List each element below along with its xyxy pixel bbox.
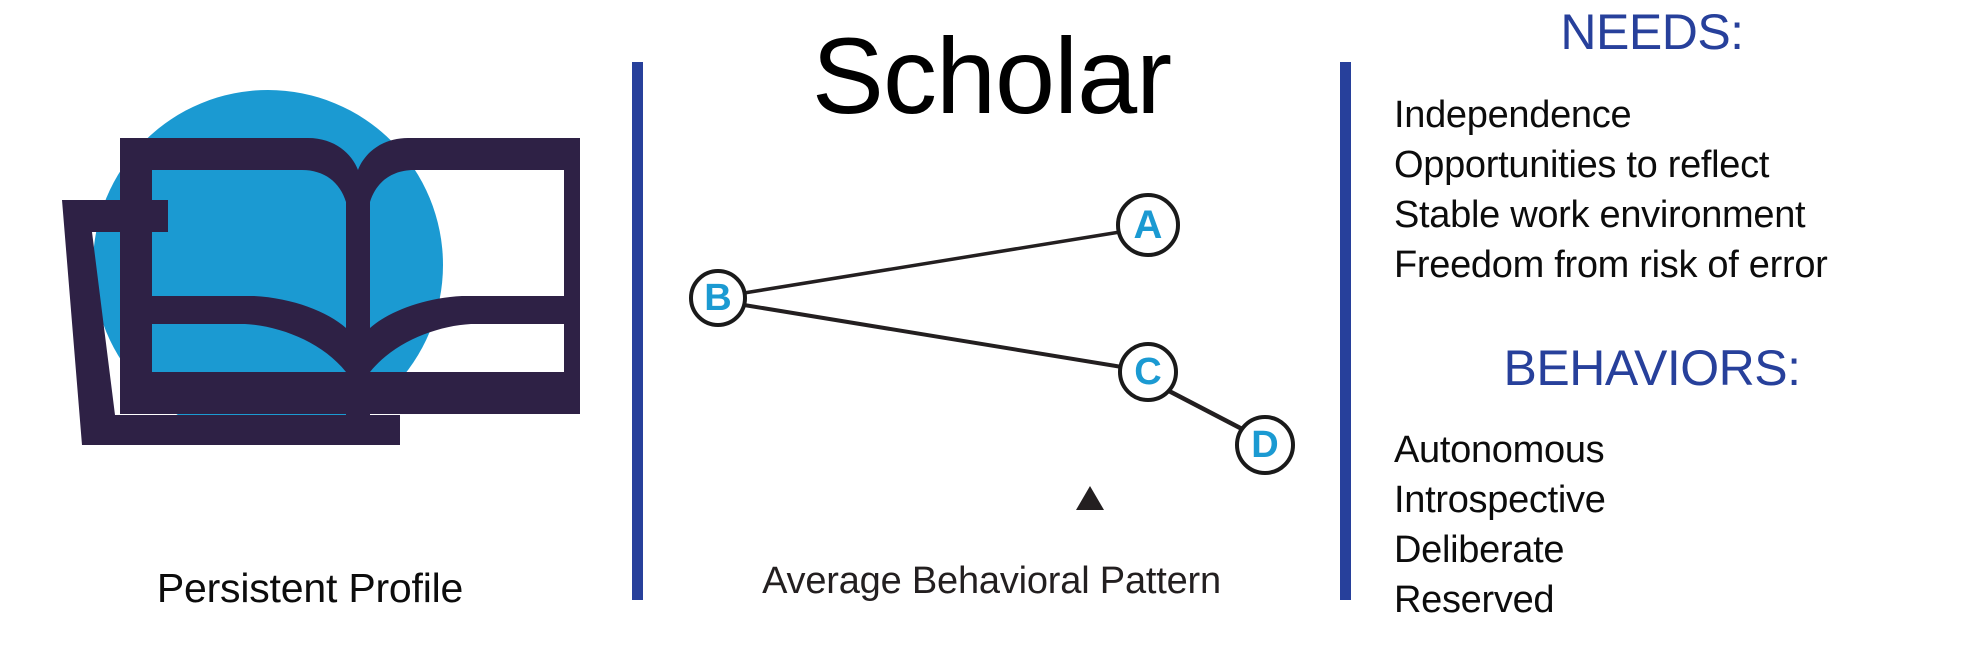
node-b: B xyxy=(689,269,747,327)
node-a-label: A xyxy=(1134,203,1163,247)
list-item: Independence xyxy=(1394,94,1632,136)
average-marker-triangle-icon xyxy=(1076,486,1104,510)
list-item: Deliberate xyxy=(1394,529,1565,571)
edge-b-a xyxy=(743,230,1121,295)
pattern-nodes: A B C D xyxy=(689,193,1295,475)
divider-right xyxy=(1340,62,1351,600)
divider-left xyxy=(632,62,643,600)
pattern-caption: Average Behavioral Pattern xyxy=(762,560,1221,602)
needs-list: Independence Opportunities to reflect St… xyxy=(1394,90,1828,290)
edge-b-c xyxy=(743,303,1123,369)
node-c: C xyxy=(1118,342,1178,402)
list-item: Reserved xyxy=(1394,579,1555,621)
node-a: A xyxy=(1116,193,1180,257)
list-item: Autonomous xyxy=(1394,429,1605,471)
list-item: Introspective xyxy=(1394,479,1606,521)
profile-panel: Persistent Profile xyxy=(0,0,620,660)
node-d: D xyxy=(1235,415,1295,475)
profile-caption: Persistent Profile xyxy=(156,565,464,611)
node-c-label: C xyxy=(1134,351,1161,393)
behavioral-pattern-diagram: A B C D xyxy=(643,160,1340,540)
behaviors-list: Autonomous Introspective Deliberate Rese… xyxy=(1394,425,1606,625)
list-item: Stable work environment xyxy=(1394,194,1806,236)
needs-heading: NEEDS: xyxy=(1560,4,1744,60)
page-title: Scholar xyxy=(811,15,1172,136)
node-d-label: D xyxy=(1251,424,1278,466)
list-item: Opportunities to reflect xyxy=(1394,144,1770,186)
info-panel: NEEDS: Independence Opportunities to ref… xyxy=(1352,0,1980,660)
center-panel: Scholar A xyxy=(643,0,1340,660)
pattern-edges xyxy=(743,230,1246,432)
open-book-icon xyxy=(40,20,580,490)
edge-c-d xyxy=(1167,389,1246,432)
behaviors-heading: BEHAVIORS: xyxy=(1503,340,1801,396)
node-b-label: B xyxy=(704,277,731,319)
list-item: Freedom from risk of error xyxy=(1394,244,1828,286)
